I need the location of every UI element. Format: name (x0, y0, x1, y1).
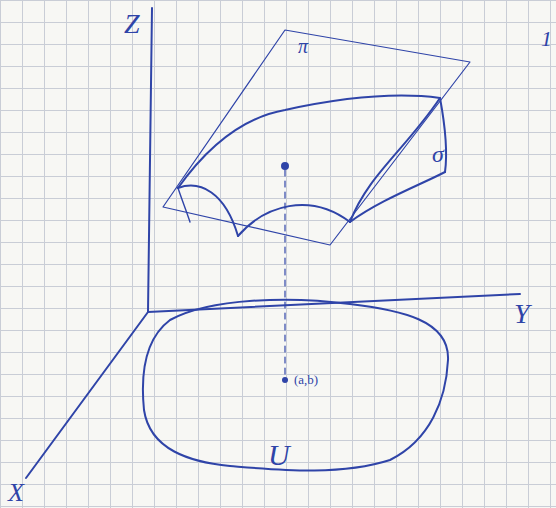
surface-edge (350, 172, 445, 222)
tangent-plane (163, 30, 470, 245)
axis-label: Y (514, 300, 530, 328)
surface-point (282, 163, 288, 169)
axis-label: X (8, 480, 24, 506)
axis-label: 1 (541, 28, 552, 50)
projection-line (284, 170, 285, 376)
region-label: U (268, 440, 290, 470)
surface-edge (238, 205, 350, 236)
domain-region: (a,b) U (130, 290, 460, 480)
surface-edge (178, 188, 190, 222)
surface-edge (350, 98, 440, 222)
axis-label: π (298, 36, 308, 56)
axis-label: σ (432, 142, 444, 166)
surface-edge (178, 96, 440, 188)
x-axis (26, 312, 148, 478)
axis-label: Z (124, 10, 140, 38)
z-axis (148, 8, 152, 312)
surface-edge (178, 186, 238, 236)
point-label: (a,b) (294, 373, 318, 386)
